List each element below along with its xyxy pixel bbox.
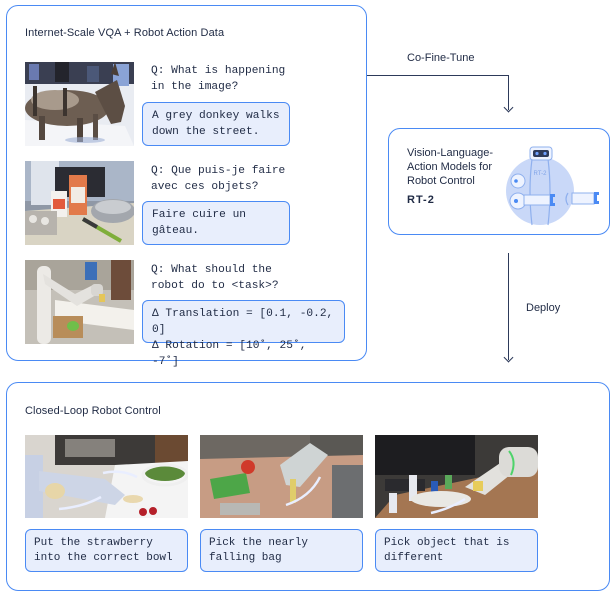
different-object-photo <box>375 435 538 518</box>
task-caption-1: Put the strawberry into the correct bowl <box>25 529 188 572</box>
vqa-question-1: Q: What is happening in the image? <box>151 65 286 93</box>
rotation-line: Δ Rotation = [10˚, 25˚, -7˚] <box>152 340 307 368</box>
robot-icon: RT-2 <box>506 145 606 227</box>
robot-arm-photo <box>25 260 134 344</box>
vqa-answer-2: Faire cuire un gâteau. <box>142 201 290 245</box>
model-panel <box>388 128 610 235</box>
kitchen-ingredients-photo <box>25 161 134 245</box>
task-caption-3: Pick object that is different <box>375 529 538 572</box>
donkey-photo <box>25 62 134 146</box>
model-name: RT-2 <box>407 194 435 206</box>
deploy-arrowhead-icon <box>503 352 514 363</box>
vqa-answer-1: A grey donkey walks down the street. <box>142 102 290 146</box>
model-description: Vision-Language-Action Models for Robot … <box>407 147 494 187</box>
deploy-connector <box>508 253 510 360</box>
translation-line: Δ Translation = [0.1, -0.2, 0] <box>152 308 334 336</box>
strawberry-bowl-photo <box>25 435 188 518</box>
robot-badge-text: RT-2 <box>534 171 548 177</box>
vqa-panel-title: Internet-Scale VQA + Robot Action Data <box>25 27 225 39</box>
vqa-question-3: Q: What should the robot do to <task>? <box>151 264 279 292</box>
task-caption-2: Pick the nearly falling bag <box>200 529 363 572</box>
deploy-label: Deploy <box>526 302 561 314</box>
cofinetune-label: Co-Fine-Tune <box>407 52 475 64</box>
vqa-question-2: Q: Que puis-je faire avec ces objets? <box>151 165 286 193</box>
closed-loop-panel-title: Closed-Loop Robot Control <box>25 405 161 417</box>
cofinetune-arrowhead-icon <box>503 102 514 113</box>
cofinetune-connector-horizontal <box>367 75 509 77</box>
falling-bag-photo <box>200 435 363 518</box>
cofinetune-connector-vertical <box>508 75 510 110</box>
vqa-answer-3: Δ Translation = [0.1, -0.2, 0] Δ Rotatio… <box>142 300 345 368</box>
